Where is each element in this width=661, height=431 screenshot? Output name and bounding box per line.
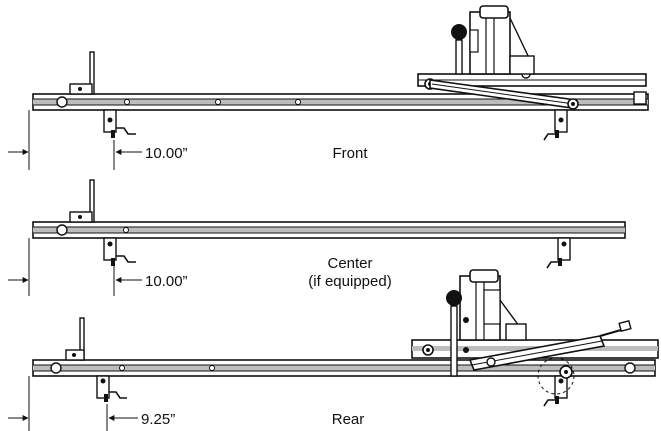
rear-view: 9.25” Rear <box>8 269 659 431</box>
rear-clamp-right <box>537 357 575 407</box>
center-post <box>69 179 95 223</box>
front-section-label: Front <box>332 145 368 162</box>
center-rail <box>32 221 626 239</box>
rear-dimension-label: 9.25” <box>141 411 175 428</box>
rear-post <box>65 317 85 361</box>
rear-dimension <box>8 376 138 431</box>
front-clamp-right <box>543 109 568 141</box>
rear-clamp-left <box>96 375 127 402</box>
center-section-sublabel: (if equipped) <box>308 273 391 290</box>
front-dimension-label: 10.00” <box>145 145 188 162</box>
center-dimension-label: 10.00” <box>145 273 188 290</box>
front-dimension <box>8 110 142 170</box>
front-post <box>69 51 95 95</box>
center-clamp-right <box>546 237 571 269</box>
front-view: 10.00” Front <box>8 5 649 170</box>
center-section-label: Center <box>327 255 372 272</box>
front-lift-mechanism <box>417 5 647 110</box>
front-clamp-left <box>103 109 136 138</box>
rear-section-label: Rear <box>332 411 365 428</box>
center-view: 10.00” Center (if equipped) <box>8 179 626 296</box>
rear-lift-mechanism <box>411 269 659 377</box>
center-clamp-left <box>103 237 136 266</box>
center-dimension <box>8 238 142 296</box>
